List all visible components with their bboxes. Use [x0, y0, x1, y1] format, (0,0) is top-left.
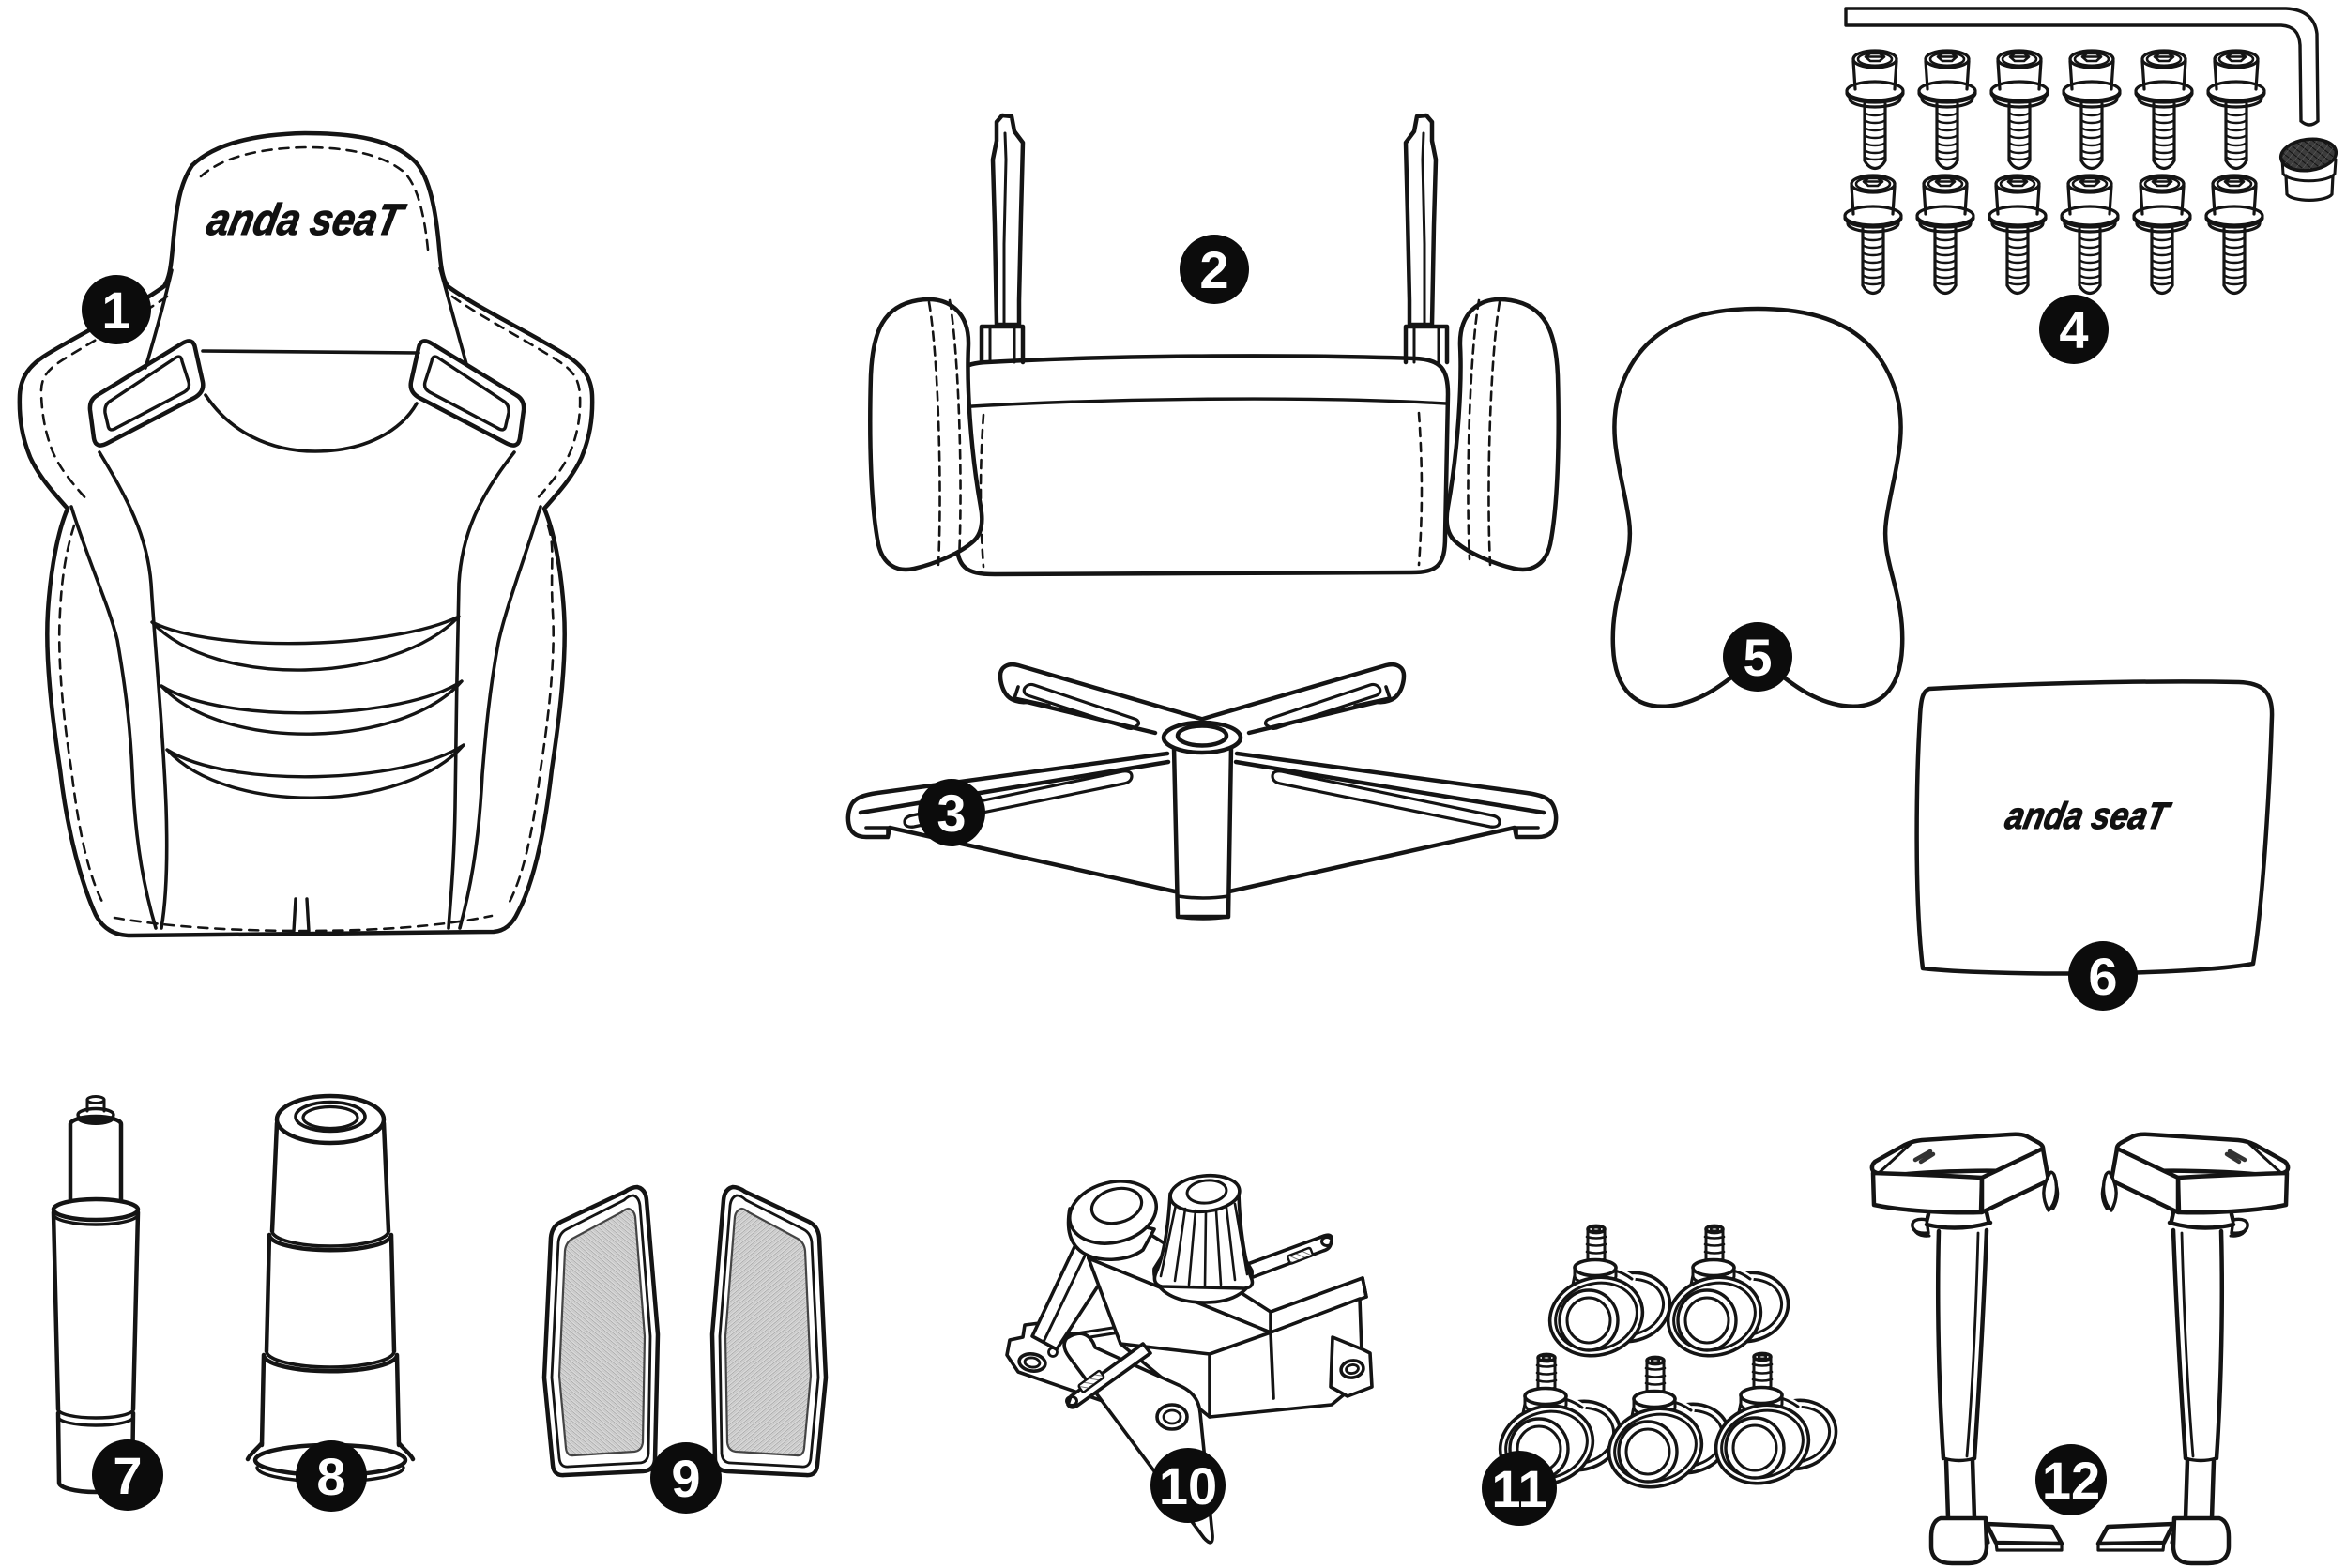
svg-text:2: 2 [1199, 240, 1228, 299]
svg-text:anda seaT: anda seaT [203, 195, 410, 244]
svg-text:1: 1 [101, 281, 130, 340]
svg-text:8: 8 [316, 1447, 345, 1506]
svg-text:3: 3 [937, 784, 966, 843]
svg-text:12: 12 [2042, 1451, 2100, 1510]
svg-text:anda seaT: anda seaT [2002, 794, 2175, 836]
svg-text:7: 7 [113, 1446, 142, 1505]
svg-text:10: 10 [1159, 1456, 1217, 1515]
svg-text:4: 4 [2059, 300, 2088, 359]
svg-text:5: 5 [1743, 628, 1772, 687]
svg-text:9: 9 [671, 1449, 700, 1508]
svg-text:6: 6 [2088, 947, 2117, 1006]
svg-text:11: 11 [1491, 1459, 1546, 1518]
